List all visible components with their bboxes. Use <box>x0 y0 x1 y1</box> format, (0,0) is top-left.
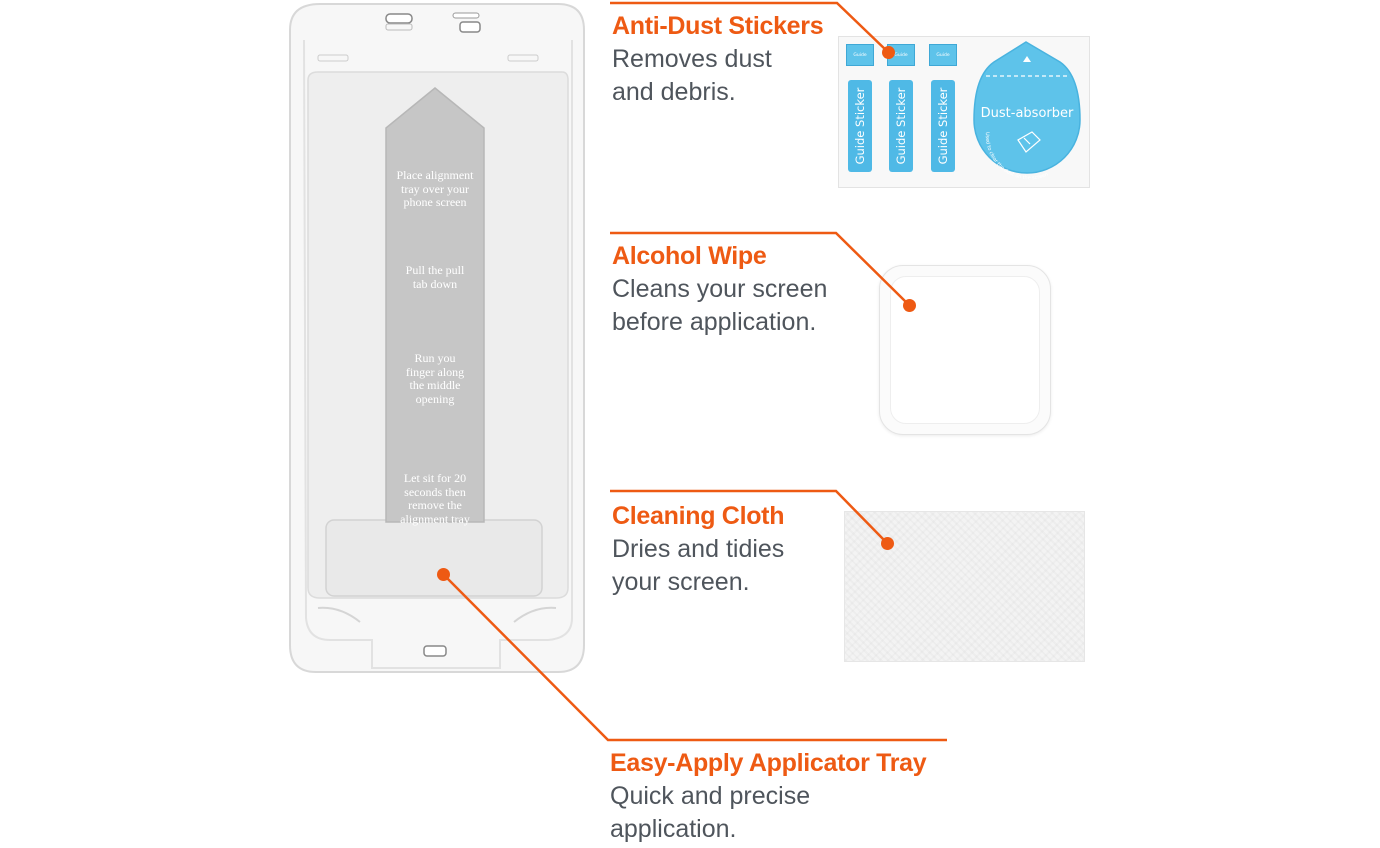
dust-absorber-sticker: Used to clear the dust on the screen <box>973 41 1081 181</box>
cleaning-cloth-image <box>844 511 1085 662</box>
guide-sticker-small-1: Guide Sticker <box>846 44 874 66</box>
tray-marker-dot <box>437 568 450 581</box>
guide-sticker-strip-label: Guide Sticker <box>936 87 950 165</box>
guide-sticker-strip-label: Guide Sticker <box>894 87 908 165</box>
guide-sticker-strip-1: Guide Sticker <box>848 80 872 172</box>
guide-sticker-strip-2: Guide Sticker <box>889 80 913 172</box>
cleaning-cloth-title: Cleaning Cloth <box>612 502 785 530</box>
guide-sticker-strip-3: Guide Sticker <box>931 80 955 172</box>
dust-absorber-label: Dust-absorber <box>980 106 1074 121</box>
applicator-tray-image <box>289 3 585 673</box>
guide-sticker-strip-label: Guide Sticker <box>853 87 867 165</box>
alcohol-wipe-title: Alcohol Wipe <box>612 242 767 270</box>
anti-dust-title: Anti-Dust Stickers <box>612 12 824 40</box>
alcohol-marker-dot <box>903 299 916 312</box>
applicator-tray-title: Easy-Apply Applicator Tray <box>610 749 927 777</box>
anti-dust-marker-dot <box>882 46 895 59</box>
cloth-marker-dot <box>881 537 894 550</box>
alcohol-wipe-inner <box>890 276 1040 424</box>
guide-sticker-small-3: Guide Sticker <box>929 44 957 66</box>
alcohol-wipe-image <box>879 265 1051 435</box>
